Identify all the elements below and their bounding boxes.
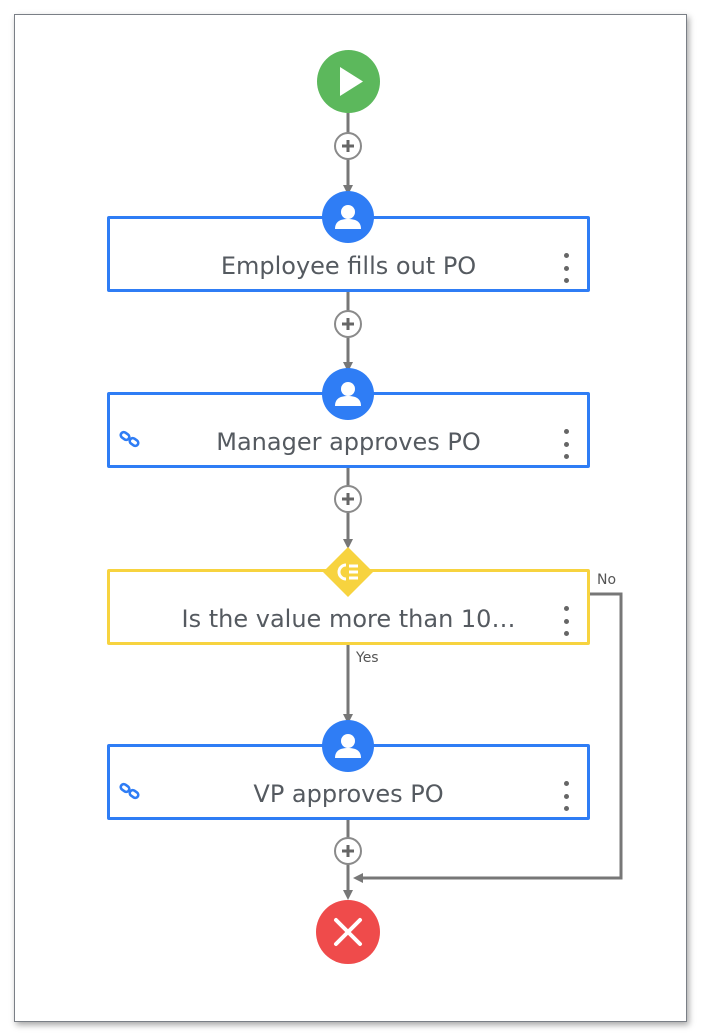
edge-label-yes: Yes: [356, 650, 379, 666]
add-step-button[interactable]: [334, 132, 362, 160]
link-icon[interactable]: [119, 430, 141, 448]
end-node[interactable]: [316, 900, 380, 964]
task-label: VP approves PO: [253, 780, 444, 808]
connector-decision-end-no: [353, 592, 623, 883]
task-label: Manager approves PO: [216, 428, 481, 456]
add-step-button[interactable]: [334, 837, 362, 865]
close-icon: [316, 900, 380, 964]
more-vertical-icon[interactable]: [561, 253, 571, 283]
decision-label: Is the value more than 10…: [181, 605, 516, 633]
user-icon: [322, 368, 374, 420]
task-label: Employee fills out PO: [220, 252, 477, 280]
user-icon: [322, 720, 374, 772]
more-vertical-icon[interactable]: [561, 781, 571, 811]
condition-icon: [322, 546, 374, 598]
play-icon: [317, 50, 380, 113]
edge-label-no: No: [597, 572, 617, 588]
add-step-button[interactable]: [334, 310, 362, 338]
add-step-button[interactable]: [334, 485, 362, 513]
link-icon[interactable]: [119, 782, 141, 800]
more-vertical-icon[interactable]: [561, 606, 571, 636]
start-node[interactable]: [317, 50, 380, 113]
more-vertical-icon[interactable]: [561, 429, 571, 459]
user-icon: [322, 191, 374, 243]
